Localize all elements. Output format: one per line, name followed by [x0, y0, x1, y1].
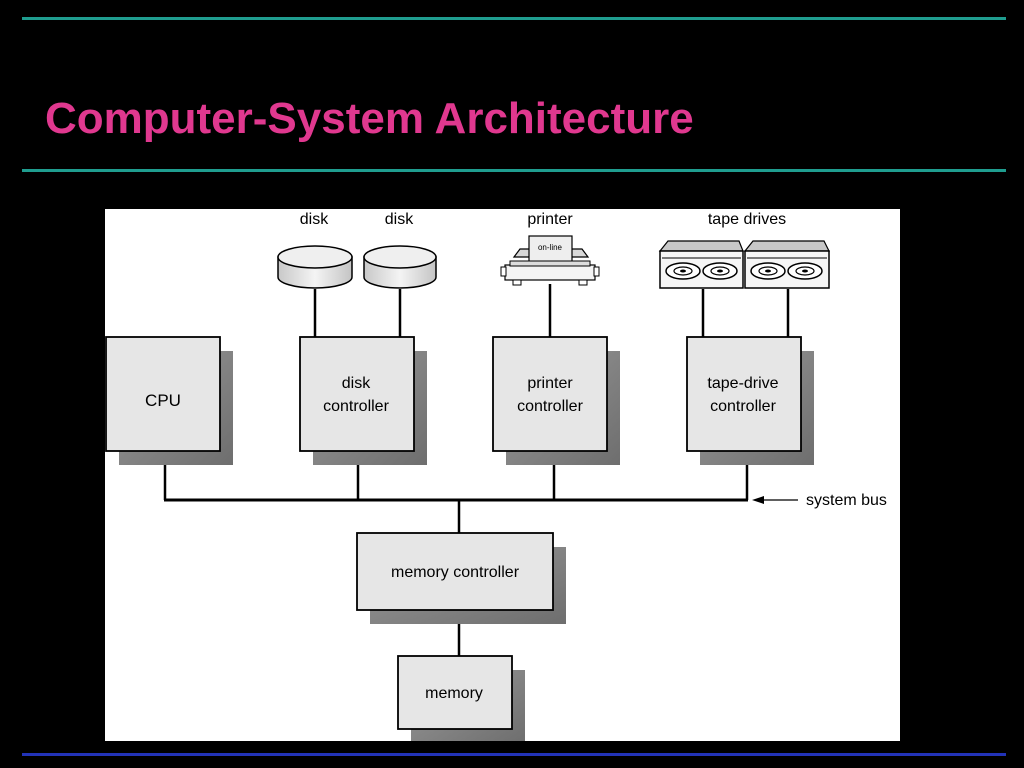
top-divider [22, 17, 1006, 20]
printer-controller-box: printer controller [492, 336, 620, 465]
bottom-divider [22, 753, 1006, 756]
disk-controller-label-line2: controller [323, 398, 389, 415]
tape-drive-controller-box: tape-drive controller [686, 336, 814, 465]
cpu-box: CPU [105, 336, 233, 465]
printer-panel-label: on-line [538, 243, 563, 252]
system-bus-label: system bus [806, 492, 887, 509]
disk-controller-box: disk controller [299, 336, 427, 465]
printer-label: printer [527, 211, 573, 228]
slide-title: Computer-System Architecture [45, 94, 694, 143]
memory-controller-box: memory controller [356, 532, 566, 624]
tape-drive-1-icon [658, 240, 744, 289]
disk-1-icon [277, 245, 353, 289]
cpu-label: CPU [145, 391, 181, 410]
printer-controller-label-line1: printer [527, 375, 573, 392]
title-divider [22, 169, 1006, 172]
printer-controller-label-line2: controller [517, 398, 583, 415]
system-bus-arrow [752, 496, 798, 504]
memory-box: memory [397, 655, 525, 741]
disk-2-label: disk [385, 211, 414, 228]
disk-1-label: disk [300, 211, 329, 228]
tape-drive-controller-label-line2: controller [710, 398, 776, 415]
tape-drive-controller-label-line1: tape-drive [707, 375, 778, 392]
disk-controller-label-line1: disk [342, 375, 371, 392]
memory-controller-label: memory controller [391, 564, 520, 581]
disk-2-icon [363, 245, 437, 289]
architecture-diagram: disk disk on-line printer [105, 209, 900, 741]
memory-label: memory [425, 685, 483, 702]
printer-icon [500, 235, 600, 286]
tape-drive-2-icon [743, 240, 830, 289]
tape-drives-label: tape drives [708, 211, 786, 228]
